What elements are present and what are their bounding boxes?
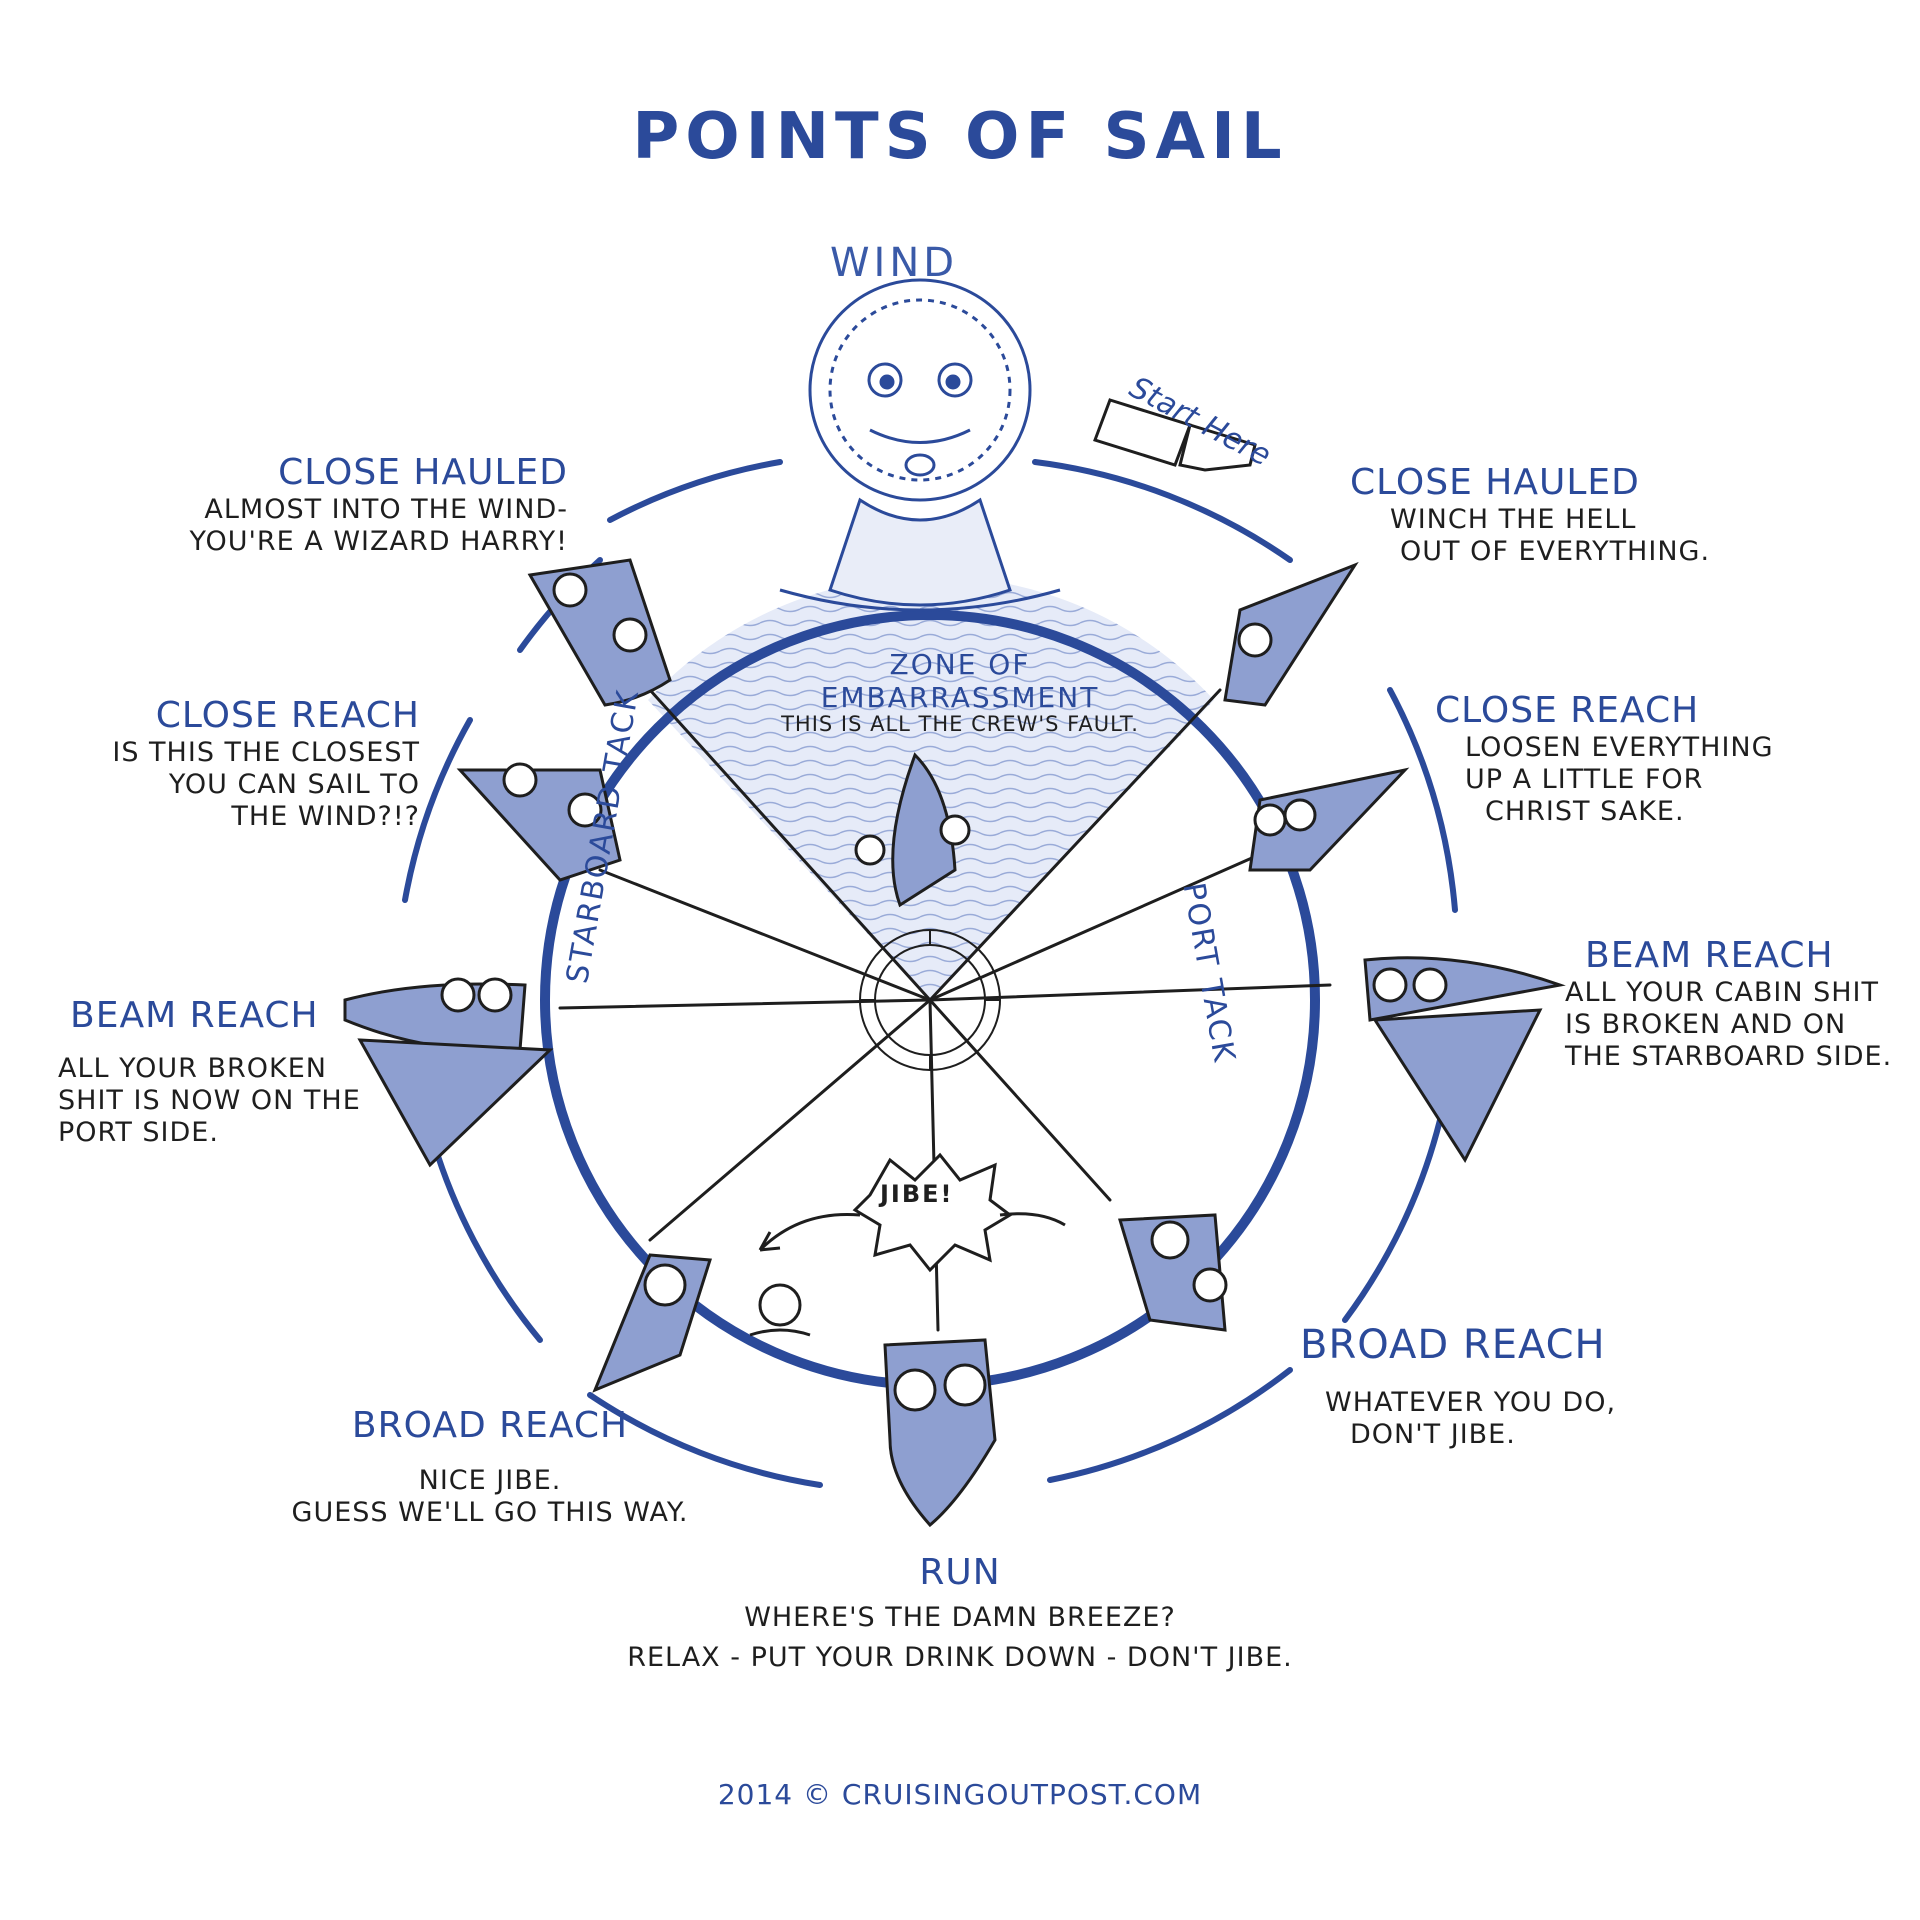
- right-close-reach-line3: CHRIST SAKE.: [1485, 796, 1685, 828]
- left-close-hauled-heading: CLOSE HAULED: [278, 452, 568, 493]
- right-close-hauled-line2: OUT OF EVERYTHING.: [1400, 536, 1711, 568]
- run: RUN WHERE'S THE DAMN BREEZE? RELAX - PUT…: [500, 1552, 1420, 1674]
- right-beam-reach-heading: BEAM REACH: [1585, 935, 1834, 976]
- left-close-reach-line3: THE WIND?!?: [231, 801, 420, 833]
- right-close-reach: CLOSE REACH LOOSEN EVERYTHING UP A LITTL…: [1435, 690, 1774, 828]
- right-close-reach-line1: LOOSEN EVERYTHING: [1465, 732, 1774, 764]
- zone-title-line2: EMBARRASSMENT: [820, 681, 1100, 715]
- zone-title-line1: ZONE OF: [889, 648, 1031, 681]
- right-beam-reach: BEAM REACH ALL YOUR CABIN SHIT IS BROKEN…: [1565, 935, 1892, 1073]
- left-close-reach-line1: IS THIS THE CLOSEST: [112, 737, 420, 769]
- right-close-hauled: CLOSE HAULED WINCH THE HELL OUT OF EVERY…: [1350, 462, 1710, 568]
- left-close-hauled-line2: YOU'RE A WIZARD HARRY!: [189, 526, 568, 558]
- left-broad-reach-heading: BROAD REACH: [351, 1405, 629, 1446]
- right-broad-reach-line1: WHATEVER YOU DO,: [1325, 1387, 1617, 1419]
- right-close-hauled-heading: CLOSE HAULED: [1350, 462, 1640, 503]
- crew-figures: [440, 572, 1448, 1412]
- swimmer-icon: [749, 1283, 811, 1337]
- left-close-hauled-line1: ALMOST INTO THE WIND-: [204, 494, 568, 526]
- right-close-reach-line2: UP A LITTLE FOR: [1465, 764, 1704, 796]
- run-line2: RELAX - PUT YOUR DRINK DOWN - DON'T JIBE…: [627, 1642, 1293, 1674]
- left-broad-reach-line2: GUESS WE'LL GO THIS WAY.: [291, 1497, 689, 1529]
- right-broad-reach-heading: BROAD REACH: [1300, 1322, 1606, 1368]
- copyright: 2014 © CRUISINGOUTPOST.COM: [717, 1778, 1203, 1811]
- jibe-label: JIBE!: [880, 1180, 954, 1208]
- page-title: POINTS OF SAIL: [632, 100, 1288, 174]
- left-beam-reach-line2: SHIT IS NOW ON THE: [58, 1085, 361, 1117]
- left-beam-reach-line1: ALL YOUR BROKEN: [58, 1053, 328, 1085]
- right-beam-reach-line2: IS BROKEN AND ON: [1565, 1009, 1847, 1041]
- zone-title: ZONE OF EMBARRASSMENT: [760, 648, 1160, 714]
- right-beam-reach-line3: THE STARBOARD SIDE.: [1565, 1041, 1893, 1073]
- left-close-reach-heading: CLOSE REACH: [155, 695, 420, 736]
- left-close-reach: CLOSE REACH IS THIS THE CLOSEST YOU CAN …: [112, 695, 420, 833]
- left-beam-reach-heading: BEAM REACH: [70, 995, 319, 1036]
- left-broad-reach-line1: NICE JIBE.: [418, 1465, 562, 1497]
- compass-rose-icon: [859, 929, 1001, 1071]
- wind-face-icon: [779, 278, 1061, 612]
- left-close-reach-line2: YOU CAN SAIL TO: [168, 769, 420, 801]
- left-beam-reach: BEAM REACH ALL YOUR BROKEN SHIT IS NOW O…: [58, 995, 361, 1149]
- right-close-reach-heading: CLOSE REACH: [1435, 690, 1700, 731]
- right-broad-reach-line2: DON'T JIBE.: [1350, 1419, 1516, 1451]
- run-line1: WHERE'S THE DAMN BREEZE?: [744, 1602, 1176, 1634]
- left-broad-reach: BROAD REACH NICE JIBE. GUESS WE'LL GO TH…: [270, 1405, 710, 1529]
- zone-subtitle: THIS IS ALL THE CREW'S FAULT.: [781, 712, 1139, 736]
- left-beam-reach-line3: PORT SIDE.: [58, 1117, 219, 1149]
- run-heading: RUN: [919, 1552, 1001, 1593]
- right-close-hauled-line1: WINCH THE HELL: [1390, 504, 1637, 536]
- left-close-hauled: CLOSE HAULED ALMOST INTO THE WIND- YOU'R…: [189, 452, 568, 558]
- right-broad-reach: BROAD REACH WHATEVER YOU DO, DON'T JIBE.: [1300, 1322, 1616, 1451]
- pointing-hand-icon: [1093, 398, 1257, 472]
- jibe-burst-icon: [758, 1152, 1066, 1273]
- wind-label: WIND: [830, 240, 959, 286]
- right-beam-reach-line1: ALL YOUR CABIN SHIT: [1565, 977, 1879, 1009]
